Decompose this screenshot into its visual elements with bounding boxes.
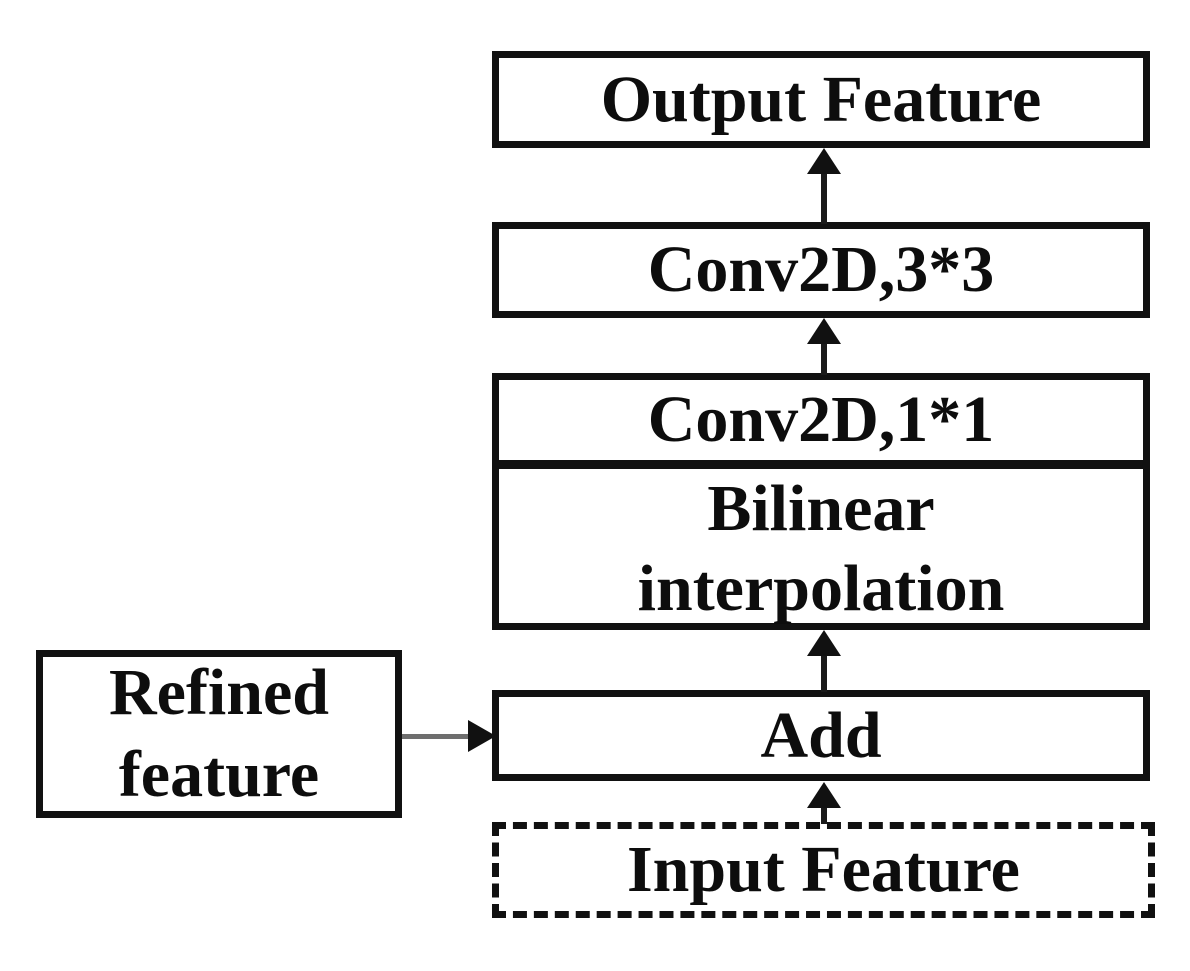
node-bilinear-interpolation: Bilinear interpolation xyxy=(637,472,1005,625)
node-conv2d-3x3: Conv2D,3*3 xyxy=(492,222,1150,318)
node-refined-feature: Refined feature xyxy=(36,650,402,818)
node-conv2d-1x1: Conv2D,1*1 xyxy=(499,380,1143,469)
arrowhead-right-icon xyxy=(468,720,496,752)
node-input-feature: Input Feature xyxy=(492,822,1155,918)
arrowhead-up-icon xyxy=(807,148,841,174)
arrow-conv3x3-to-output-stem xyxy=(821,172,827,224)
arrow-input-to-add-stem xyxy=(821,806,827,824)
node-conv1x1-bilinear-stack: Conv2D,1*1 Bilinear interpolation xyxy=(492,373,1150,630)
arrow-refined-to-add-stem xyxy=(402,734,474,739)
node-output-feature: Output Feature xyxy=(492,51,1150,148)
arrowhead-up-icon xyxy=(807,630,841,656)
arrow-stack-to-conv3x3-stem xyxy=(821,342,827,375)
arrowhead-up-icon xyxy=(807,318,841,344)
arrow-add-to-bilinear-stem xyxy=(821,654,827,692)
node-add: Add xyxy=(492,690,1150,781)
arrowhead-up-icon xyxy=(807,782,841,808)
